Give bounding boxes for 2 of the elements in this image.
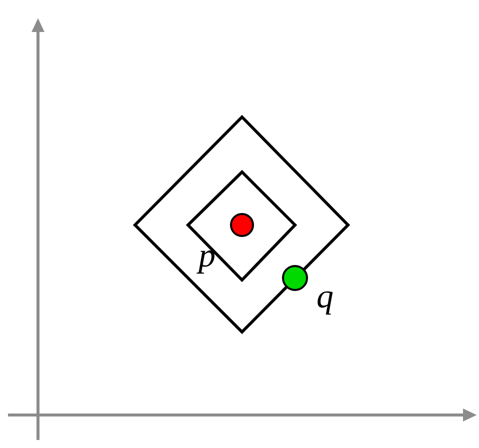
point-label: p — [196, 250, 214, 274]
point-label: q — [318, 291, 333, 315]
